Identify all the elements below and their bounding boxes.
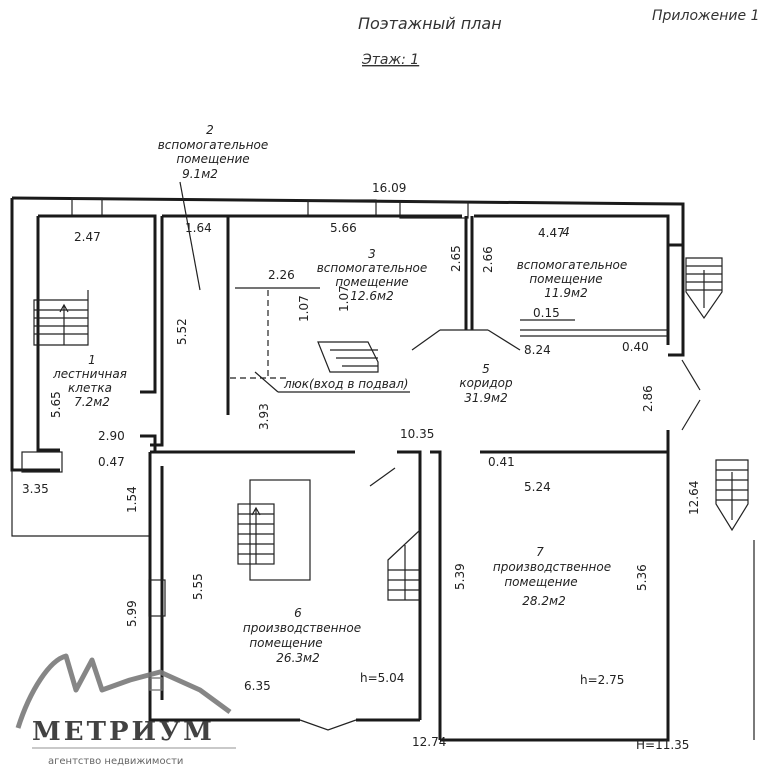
room-7-label: 7 производственное помещение 28.2м2 bbox=[493, 545, 611, 608]
stairs-room-1 bbox=[33, 290, 89, 346]
svg-text:помещение: помещение bbox=[249, 636, 322, 650]
svg-text:1: 1 bbox=[88, 353, 96, 367]
svg-text:7: 7 bbox=[536, 545, 544, 559]
svg-text:помещение: помещение bbox=[335, 275, 408, 289]
svg-text:2.47: 2.47 bbox=[74, 230, 101, 244]
hatch-label: люк(вход в подвал) bbox=[283, 377, 408, 391]
svg-text:H=11.35: H=11.35 bbox=[636, 738, 689, 752]
svg-text:помещение: помещение bbox=[176, 152, 249, 166]
svg-text:помещение: помещение bbox=[504, 575, 577, 589]
svg-text:помещение: помещение bbox=[529, 272, 602, 286]
svg-text:5.55: 5.55 bbox=[191, 573, 205, 600]
room-6-label: 6 производственное помещение 26.3м2 bbox=[243, 606, 361, 665]
svg-text:16.09: 16.09 bbox=[372, 181, 406, 195]
svg-text:2.65: 2.65 bbox=[449, 245, 463, 272]
svg-text:коридор: коридор bbox=[459, 376, 513, 390]
svg-text:производственное: производственное bbox=[493, 560, 611, 574]
svg-text:26.3м2: 26.3м2 bbox=[276, 651, 319, 665]
metrium-logo: МЕТРИУМ агентство недвижимости bbox=[15, 653, 236, 767]
svg-text:3: 3 bbox=[368, 247, 376, 261]
svg-text:2.66: 2.66 bbox=[481, 246, 495, 273]
svg-text:1.54: 1.54 bbox=[125, 486, 139, 513]
svg-text:0.40: 0.40 bbox=[622, 340, 649, 354]
svg-text:6.35: 6.35 bbox=[244, 679, 271, 693]
stairs-center bbox=[387, 528, 421, 601]
room-2-label: 2 вспомогательное помещение 9.1м2 bbox=[158, 123, 269, 181]
stairs-exterior-top bbox=[685, 257, 723, 320]
svg-text:3.35: 3.35 bbox=[22, 482, 49, 496]
svg-text:5.65: 5.65 bbox=[49, 391, 63, 418]
svg-text:h=5.04: h=5.04 bbox=[360, 671, 404, 685]
svg-text:12.74: 12.74 bbox=[412, 735, 446, 749]
svg-text:0.47: 0.47 bbox=[98, 455, 125, 469]
svg-text:клетка: клетка bbox=[68, 381, 112, 395]
svg-text:2.26: 2.26 bbox=[268, 268, 295, 282]
outer-walls bbox=[10, 196, 685, 742]
svg-text:2.90: 2.90 bbox=[98, 429, 125, 443]
svg-text:производственное: производственное bbox=[243, 621, 361, 635]
svg-text:4.47: 4.47 bbox=[538, 226, 565, 240]
svg-text:0.41: 0.41 bbox=[488, 455, 515, 469]
room-3-4-walls bbox=[411, 216, 668, 351]
svg-text:28.2м2: 28.2м2 bbox=[522, 594, 565, 608]
svg-text:5: 5 bbox=[482, 362, 490, 376]
room-5-label: 5 коридор 31.9м2 bbox=[459, 362, 513, 405]
brand-tagline: агентство недвижимости bbox=[48, 756, 183, 767]
svg-text:0.15: 0.15 bbox=[533, 306, 560, 320]
svg-text:1.07: 1.07 bbox=[337, 285, 351, 312]
dimensions: 16.09 2.47 1.64 5.66 4.47 2.26 2.65 2.66… bbox=[22, 181, 701, 752]
hatch-pointer bbox=[254, 371, 279, 393]
svg-text:8.24: 8.24 bbox=[524, 343, 551, 357]
appendix-label: Приложение 1 bbox=[652, 8, 758, 24]
svg-text:7.2м2: 7.2м2 bbox=[74, 395, 110, 409]
room-2-walls bbox=[150, 214, 670, 447]
svg-text:5.36: 5.36 bbox=[635, 564, 649, 591]
svg-text:5.66: 5.66 bbox=[330, 221, 357, 235]
svg-text:12.6м2: 12.6м2 bbox=[350, 289, 393, 303]
room-3-label: 3 вспомогательное помещение 12.6м2 bbox=[317, 247, 428, 303]
svg-text:h=2.75: h=2.75 bbox=[580, 673, 624, 687]
lower-walls bbox=[148, 359, 701, 740]
stairs-exterior-bottom bbox=[715, 459, 755, 740]
room-1-walls bbox=[21, 214, 157, 473]
svg-text:лестничная: лестничная bbox=[52, 367, 127, 381]
svg-text:6: 6 bbox=[294, 606, 302, 620]
svg-text:5.99: 5.99 bbox=[125, 600, 139, 627]
svg-text:9.1м2: 9.1м2 bbox=[182, 167, 218, 181]
svg-text:10.35: 10.35 bbox=[400, 427, 434, 441]
brand-name: МЕТРИУМ bbox=[32, 717, 215, 747]
svg-text:вспомогательное: вспомогательное bbox=[317, 261, 428, 275]
stairs-hatch bbox=[317, 341, 379, 373]
svg-text:12.64: 12.64 bbox=[687, 481, 701, 515]
svg-text:вспомогательное: вспомогательное bbox=[158, 138, 269, 152]
svg-text:31.9м2: 31.9м2 bbox=[464, 391, 507, 405]
svg-text:вспомогательное: вспомогательное bbox=[517, 258, 628, 272]
svg-text:4: 4 bbox=[562, 225, 570, 239]
svg-text:5.52: 5.52 bbox=[175, 318, 189, 345]
svg-text:2.86: 2.86 bbox=[641, 385, 655, 412]
svg-text:1.64: 1.64 bbox=[185, 221, 212, 235]
svg-text:5.39: 5.39 bbox=[453, 563, 467, 590]
svg-text:5.24: 5.24 bbox=[524, 480, 551, 494]
svg-text:11.9м2: 11.9м2 bbox=[544, 286, 587, 300]
room-4-label: 4 вспомогательное помещение 11.9м2 bbox=[517, 225, 628, 300]
room-1-label: 1 лестничная клетка 7.2м2 bbox=[52, 353, 127, 409]
plan-title: Поэтажный план bbox=[358, 14, 502, 33]
svg-text:1.07: 1.07 bbox=[297, 295, 311, 322]
room-2-pointer bbox=[179, 181, 201, 291]
stairs-room-6 bbox=[237, 503, 275, 565]
floor-label: Этаж: 1 bbox=[361, 52, 419, 68]
svg-text:2: 2 bbox=[206, 123, 214, 137]
svg-text:3.93: 3.93 bbox=[257, 403, 271, 430]
